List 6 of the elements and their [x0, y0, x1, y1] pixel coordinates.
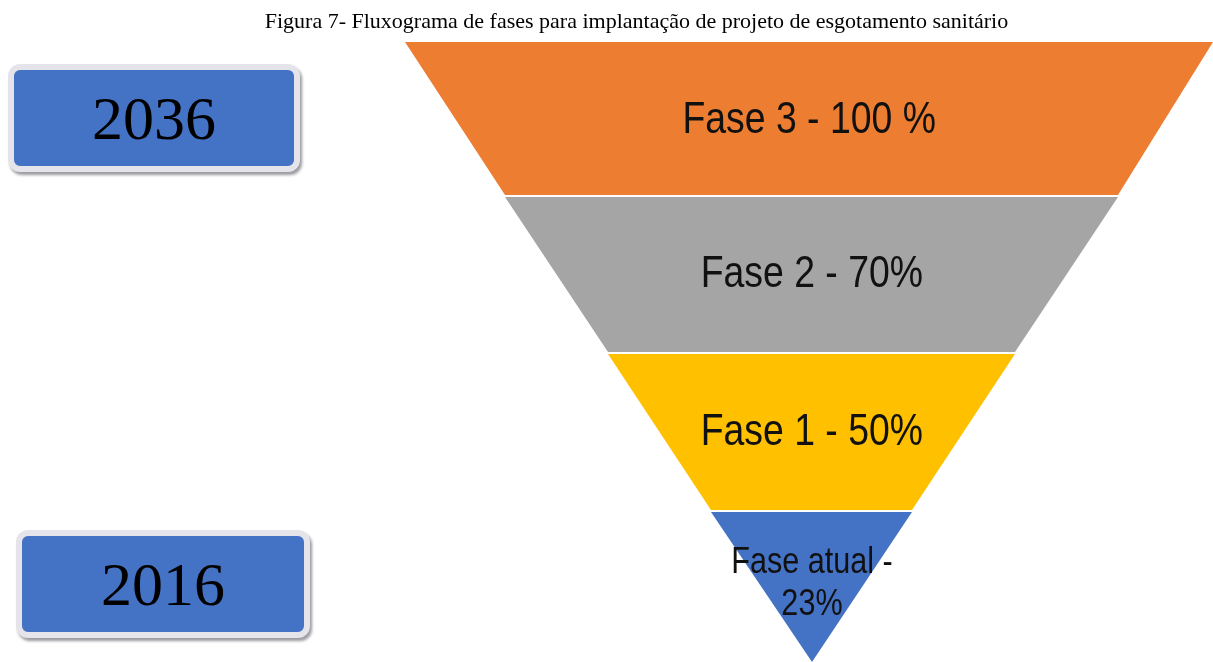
phase-label: Fase 3 - 100 %: [682, 93, 936, 143]
year-box: 2036: [8, 64, 300, 172]
figure-title: Figura 7- Fluxograma de fases para implantação de projeto de esgotamento sanitário: [263, 8, 1010, 34]
phase-label: Fase 1 - 50%: [700, 405, 923, 455]
year-box: 2016: [16, 530, 310, 638]
phase-label: Fase 2 - 70%: [700, 247, 923, 297]
